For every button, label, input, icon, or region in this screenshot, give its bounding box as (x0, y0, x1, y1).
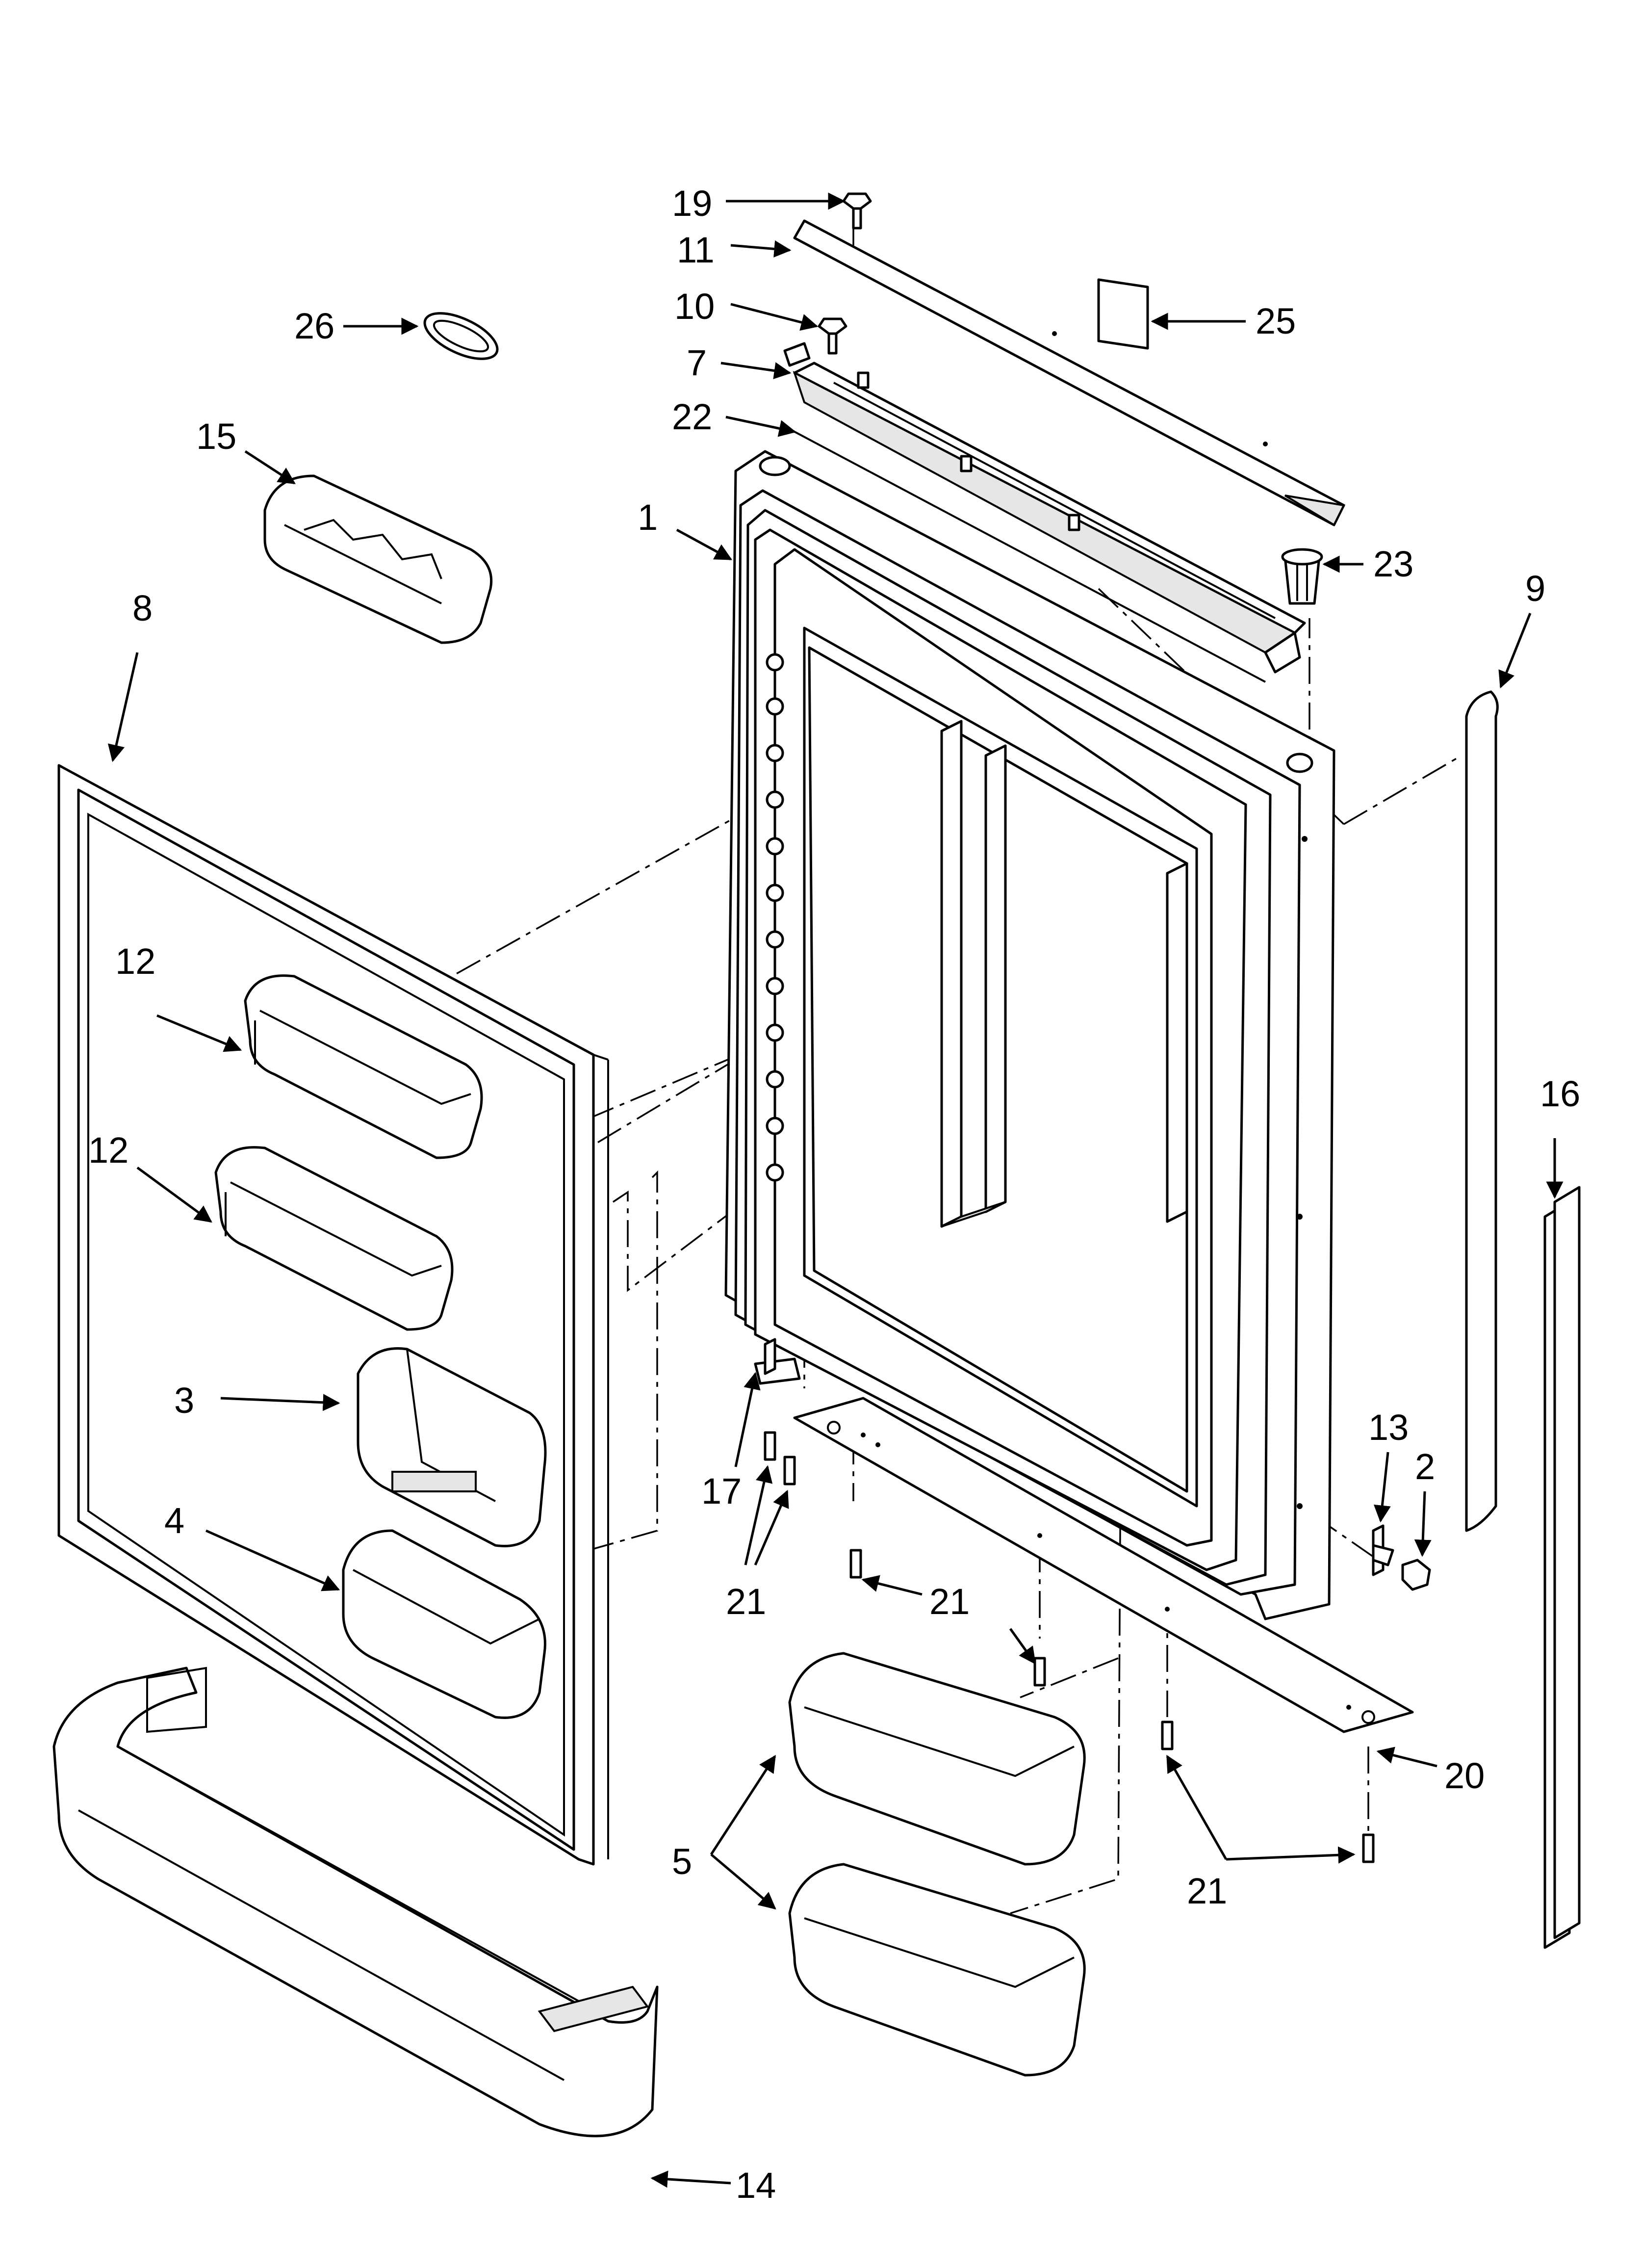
part-ring-26 (423, 312, 499, 360)
part-door-bin-5-upper (788, 1652, 1086, 1866)
part-bottom-door-bin (52, 1667, 659, 2138)
part-hinge-bracket-17 (754, 1338, 801, 1385)
callout-5: 5 (672, 1841, 692, 1882)
screw-10-icon (818, 317, 847, 355)
callout-12a: 12 (115, 941, 155, 982)
part-dairy-compartment (357, 1347, 547, 1547)
part-thin-gasket (794, 431, 1266, 683)
leader-arrows (107, 192, 1564, 2188)
callout-26: 26 (294, 306, 334, 346)
callout-3: 3 (174, 1380, 194, 1421)
part-cap-23 (1281, 548, 1323, 605)
callout-2: 2 (1415, 1446, 1435, 1487)
callout-7: 7 (687, 342, 707, 383)
callout-25: 25 (1256, 301, 1296, 341)
part-door-bin-lower (214, 1146, 454, 1331)
part-door-bin-5-lower (788, 1863, 1086, 2077)
callout-14: 14 (736, 2165, 776, 2206)
part-bracket-13 (1372, 1524, 1394, 1576)
screw-21-icons (764, 1431, 1375, 1863)
part-hinge-channel (783, 342, 1306, 674)
callout-4: 4 (164, 1500, 184, 1541)
callout-19: 19 (672, 183, 712, 224)
screw-19-icon (842, 192, 872, 230)
callout-13: 13 (1368, 1407, 1409, 1448)
callout-23: 23 (1373, 544, 1413, 584)
part-door-bin-upper (244, 974, 483, 1159)
callout-17: 17 (701, 1471, 742, 1512)
screw-2-icon (1401, 1559, 1431, 1591)
part-label-25 (1097, 278, 1149, 350)
callout-21a: 21 (726, 1581, 766, 1622)
part-side-trim (1465, 690, 1499, 1532)
callout-15: 15 (196, 416, 236, 457)
callout-21b: 21 (929, 1581, 970, 1622)
callout-9: 9 (1525, 568, 1545, 609)
callout-11: 11 (677, 230, 715, 270)
callout-22: 22 (672, 396, 712, 437)
part-bottom-plate (793, 1397, 1414, 1733)
callout-20: 20 (1444, 1755, 1485, 1796)
callout-labels: 19 11 10 7 22 26 15 25 1 23 9 8 12 12 16… (88, 183, 1580, 2206)
part-egg-tray (263, 474, 493, 644)
part-hinge-strip (1543, 1186, 1581, 1949)
callout-10: 10 (674, 286, 715, 327)
part-door-frame (724, 450, 1335, 1620)
callout-1: 1 (638, 497, 658, 538)
part-covered-bin (342, 1529, 546, 1719)
part-top-trim-strip (793, 219, 1345, 526)
callout-21c: 21 (1187, 1871, 1227, 1911)
callout-16: 16 (1540, 1073, 1580, 1114)
callout-12b: 12 (88, 1130, 128, 1171)
callout-8: 8 (132, 588, 153, 628)
shelf-clip-row (766, 653, 784, 1182)
